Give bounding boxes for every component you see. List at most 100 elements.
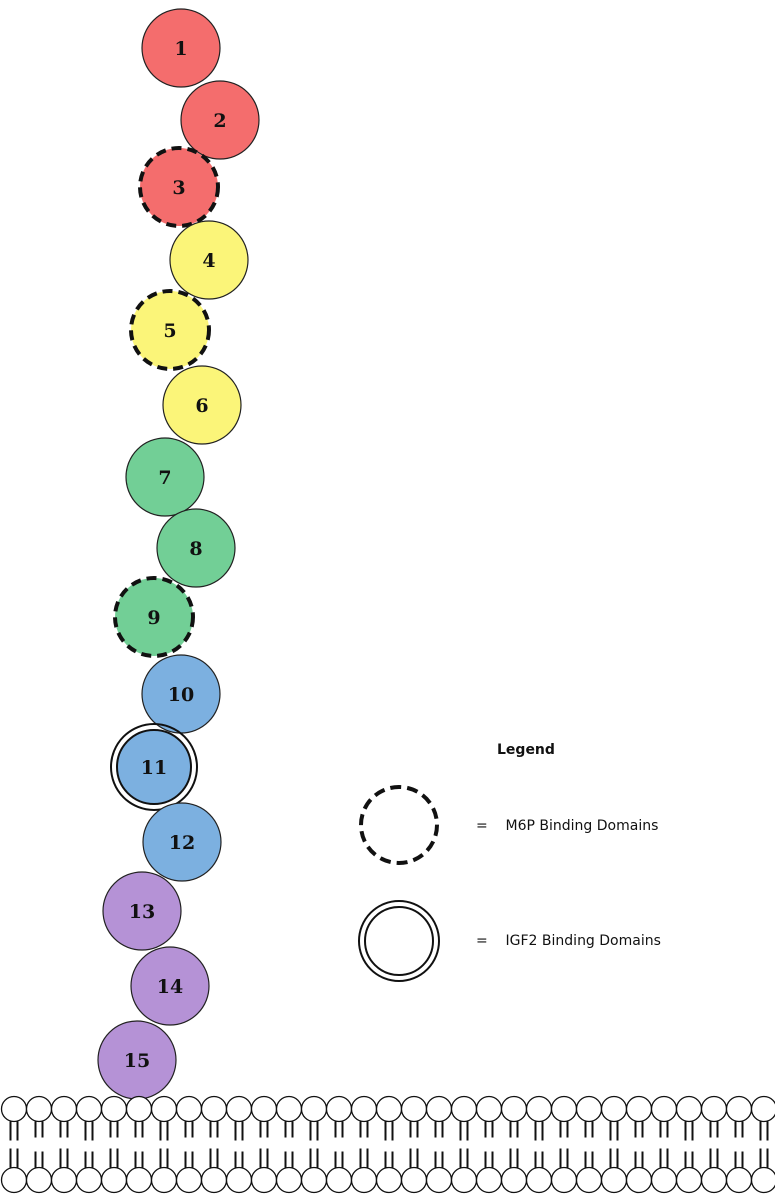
domain-3: 3 (138, 146, 220, 228)
lipid-head-outer (350, 1095, 378, 1123)
domain-label: 8 (189, 538, 202, 560)
domain-label: 11 (141, 757, 167, 779)
domain-label: 10 (168, 684, 194, 706)
lipid-head-outer (250, 1095, 278, 1123)
lipid-head-inner (25, 1166, 53, 1194)
lipid-head-outer (25, 1095, 53, 1123)
lipid-head-inner (275, 1166, 303, 1194)
lipid-head-outer (275, 1095, 303, 1123)
domain-label: 1 (174, 38, 187, 60)
lipid-head-inner (225, 1166, 253, 1194)
domain-circle (169, 220, 249, 300)
lipid-head-outer (550, 1095, 578, 1123)
legend-item-m6p-text: = M6P Binding Domains (476, 818, 658, 834)
domain-circle (116, 729, 192, 805)
domain-circle (138, 146, 220, 228)
domain-label: 7 (158, 467, 171, 489)
lipid-head-outer (650, 1095, 678, 1123)
lipid-head-outer (200, 1095, 228, 1123)
lipid-head-outer (525, 1095, 553, 1123)
legend-item-igf2-text: = IGF2 Binding Domains (476, 933, 661, 949)
lipid-head-outer (0, 1095, 28, 1123)
lipid-head-inner (175, 1166, 203, 1194)
domain-9: 9 (113, 576, 195, 658)
lipid-head-inner (425, 1166, 453, 1194)
domain-label: 5 (163, 320, 176, 342)
domain-circle (129, 289, 211, 371)
lipid-head-outer (125, 1095, 153, 1123)
legend: Legend = M6P Binding Domains = IGF2 Bind… (358, 742, 661, 982)
lipid-head-outer (450, 1095, 478, 1123)
lipid-head-inner (725, 1166, 753, 1194)
lipid-head-outer (500, 1095, 528, 1123)
lipid-head-outer (725, 1095, 753, 1123)
lipid-head-inner (250, 1166, 278, 1194)
lipid-head-inner (475, 1166, 503, 1194)
domain-label: 14 (157, 976, 183, 998)
domain-2: 2 (180, 80, 260, 160)
lipid-head-outer (675, 1095, 703, 1123)
domain-1: 1 (141, 8, 221, 88)
lipid-head-inner (125, 1166, 153, 1194)
domain-13: 13 (102, 871, 182, 951)
domain-12: 12 (142, 802, 222, 882)
lipid-head-outer (100, 1095, 128, 1123)
lipid-head-outer (700, 1095, 728, 1123)
lipid-head-inner (525, 1166, 553, 1194)
lipid-head-outer (475, 1095, 503, 1123)
lipid-head-outer (300, 1095, 328, 1123)
lipid-head-inner (50, 1166, 78, 1194)
domain-circle (141, 8, 221, 88)
domain-label: 12 (169, 832, 195, 854)
domain-circle (142, 802, 222, 882)
domain-circle (156, 508, 236, 588)
lipid-head-inner (750, 1166, 775, 1194)
domain-6: 6 (162, 365, 242, 445)
domain-circle (180, 80, 260, 160)
domain-7: 7 (125, 437, 205, 517)
lipid-head-inner (675, 1166, 703, 1194)
domain-circle (162, 365, 242, 445)
double-circle-icon-inner (364, 906, 434, 976)
lipid-head-inner (150, 1166, 178, 1194)
domain-label: 3 (172, 177, 185, 199)
domain-15: 15 (97, 1020, 177, 1100)
lipid-head-inner (550, 1166, 578, 1194)
domain-8: 8 (156, 508, 236, 588)
domain-11: 11 (110, 723, 198, 811)
legend-title: Legend (497, 742, 555, 758)
lipid-head-inner (600, 1166, 628, 1194)
lipid-head-inner (0, 1166, 28, 1194)
lipid-head-outer (175, 1095, 203, 1123)
lipid-head-inner (575, 1166, 603, 1194)
domain-label: 15 (124, 1050, 150, 1072)
lipid-head-inner (350, 1166, 378, 1194)
legend-item-igf2: = IGF2 Binding Domains (358, 900, 661, 982)
domain-label: 4 (202, 250, 215, 272)
domain-label: 2 (213, 110, 226, 132)
domain-label: 9 (147, 607, 160, 629)
double-circle-icon-outer (358, 900, 440, 982)
lipid-head-outer (750, 1095, 775, 1123)
lipid-head-outer (375, 1095, 403, 1123)
lipid-head-inner (200, 1166, 228, 1194)
domain-circle (113, 576, 195, 658)
lipid-head-outer (150, 1095, 178, 1123)
igf2-ring (110, 723, 198, 811)
lipid-head-inner (450, 1166, 478, 1194)
domain-5: 5 (129, 289, 211, 371)
dashed-circle-icon (359, 785, 439, 865)
lipid-head-inner (625, 1166, 653, 1194)
lipid-head-outer (75, 1095, 103, 1123)
lipid-head-inner (325, 1166, 353, 1194)
domain-10: 10 (141, 654, 221, 734)
lipid-head-outer (625, 1095, 653, 1123)
lipid-head-outer (575, 1095, 603, 1123)
domain-14: 14 (130, 946, 210, 1026)
lipid-bilayer-membrane (0, 1095, 775, 1194)
domain-label: 6 (195, 395, 208, 417)
lipid-head-inner (75, 1166, 103, 1194)
lipid-head-inner (700, 1166, 728, 1194)
